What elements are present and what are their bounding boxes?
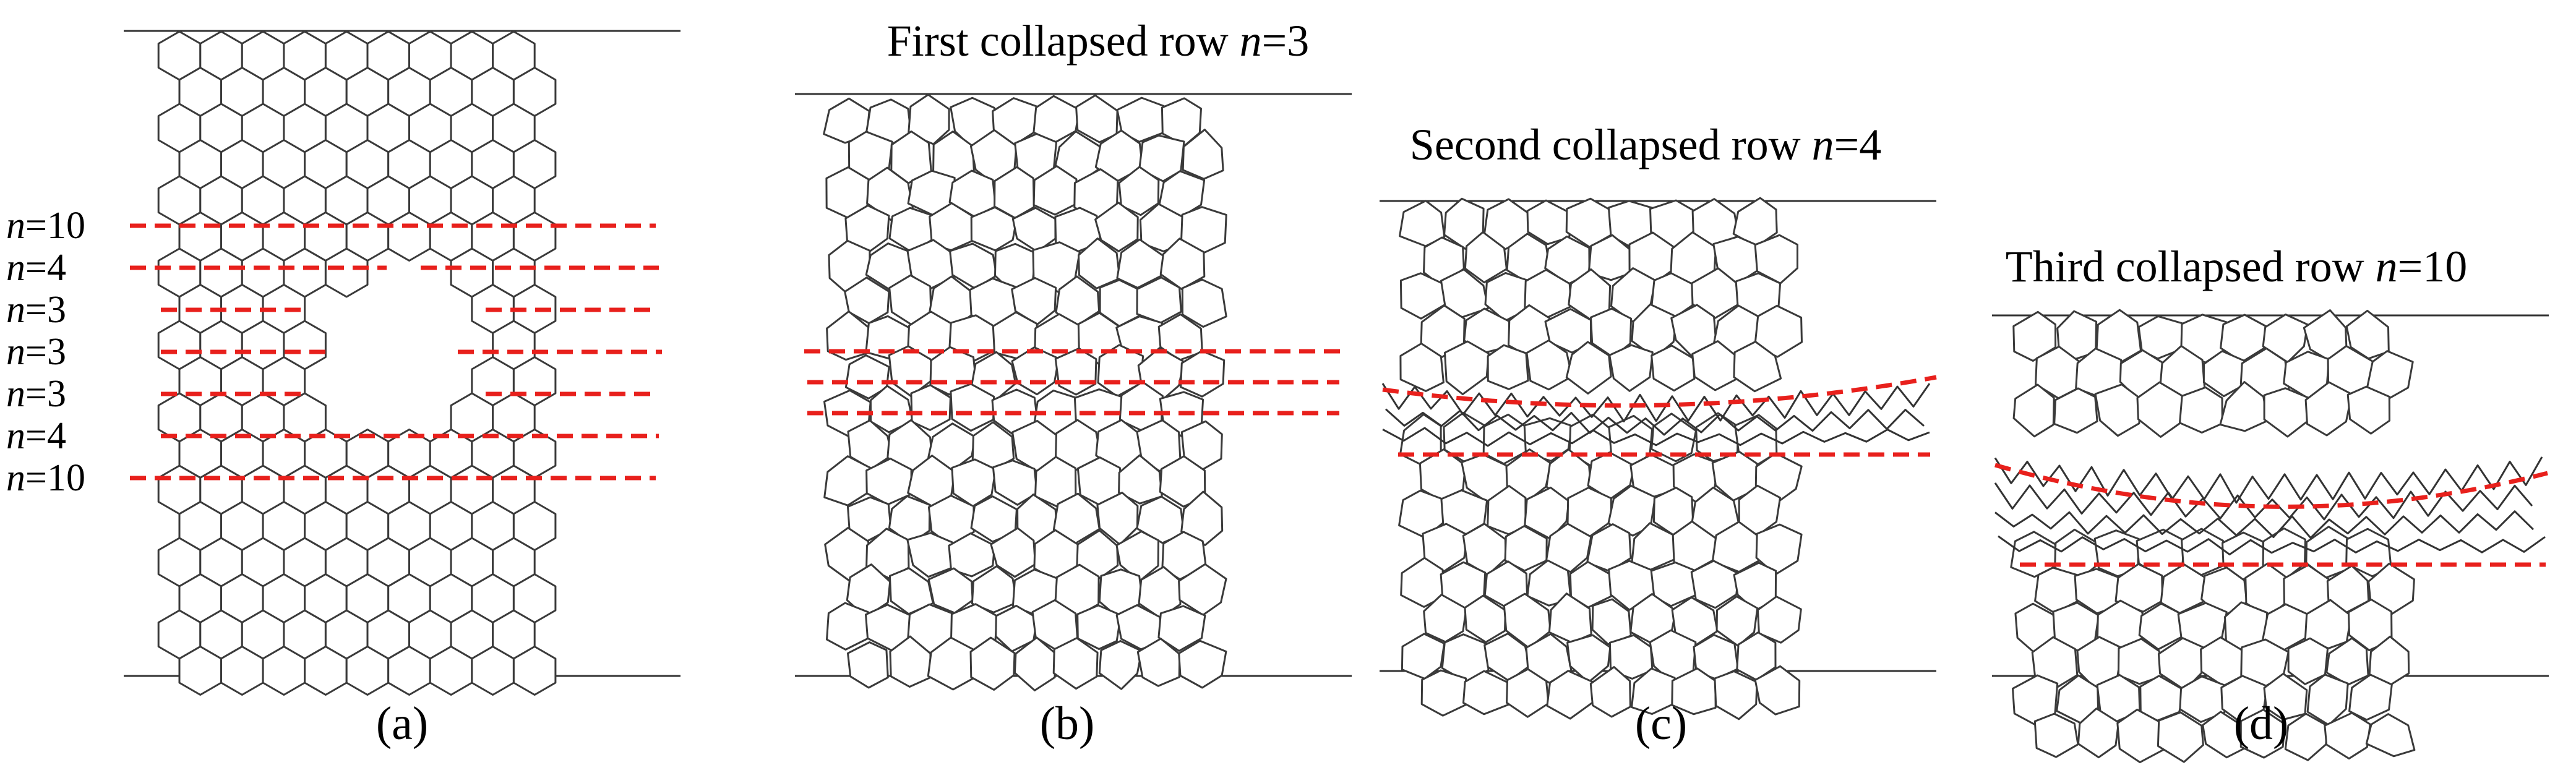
- panel-d-honeycomb: [2011, 310, 2415, 762]
- panel-a-caption: (a): [376, 698, 428, 750]
- honeycomb-cell: [1055, 349, 1096, 395]
- row-label: n=4: [6, 415, 66, 457]
- honeycomb-cell: [1610, 345, 1653, 391]
- row-label: n=10: [6, 205, 85, 247]
- panel-d: Third collapsed row n=10 (d): [1992, 242, 2549, 763]
- panel-b-caption: (b): [1040, 698, 1095, 750]
- panel-d-caption: (d): [2234, 698, 2289, 750]
- honeycomb-cell: [2180, 387, 2223, 432]
- panel-c: Second collapsed row n=4 (c): [1380, 120, 1936, 750]
- honeycomb-cell: [1422, 670, 1466, 716]
- crushed-cell-wall: [1995, 483, 2532, 519]
- honeycomb-cell: [2366, 714, 2415, 756]
- panel-c-caption: (c): [1635, 698, 1687, 750]
- panel-d-title: Third collapsed row n=10: [2006, 242, 2467, 291]
- honeycomb-cell: [1445, 341, 1489, 395]
- honeycomb-cell: [2014, 385, 2054, 437]
- row-label: n=3: [6, 289, 66, 331]
- honeycomb-cell: [1488, 345, 1528, 389]
- panel-b-honeycomb: [824, 95, 1227, 690]
- panel-c-title: Second collapsed row n=4: [1410, 120, 1881, 169]
- panel-a: n=10 n=4 n=3 n=3 n=3 n=4 n=10 (a): [6, 31, 680, 750]
- honeycomb-cell: [827, 603, 870, 649]
- panel-b: First collapsed row n=3 (b): [795, 16, 1352, 750]
- panel-a-row-labels: n=10 n=4 n=3 n=3 n=3 n=4 n=10: [6, 205, 85, 499]
- honeycomb-cell: [1715, 672, 1757, 719]
- crushed-cell-wall: [1995, 457, 2542, 503]
- panel-b-title: First collapsed row n=3: [887, 16, 1310, 66]
- panel-c-honeycomb: [1399, 198, 1802, 719]
- honeycomb-cell: [1099, 641, 1141, 690]
- honeycomb-cell: [908, 533, 953, 577]
- honeycomb-cell: [848, 643, 888, 688]
- row-label: n=4: [6, 247, 66, 289]
- honeycomb-cell: [2264, 388, 2309, 437]
- row-label: n=3: [6, 331, 66, 373]
- row-label: n=3: [6, 373, 66, 415]
- panel-a-honeycomb: [158, 32, 556, 695]
- honeycomb-cell: [825, 456, 870, 506]
- honeycomb-cell: [2348, 387, 2389, 434]
- honeycomb-cell: [2035, 714, 2078, 757]
- row-label: n=10: [6, 457, 85, 499]
